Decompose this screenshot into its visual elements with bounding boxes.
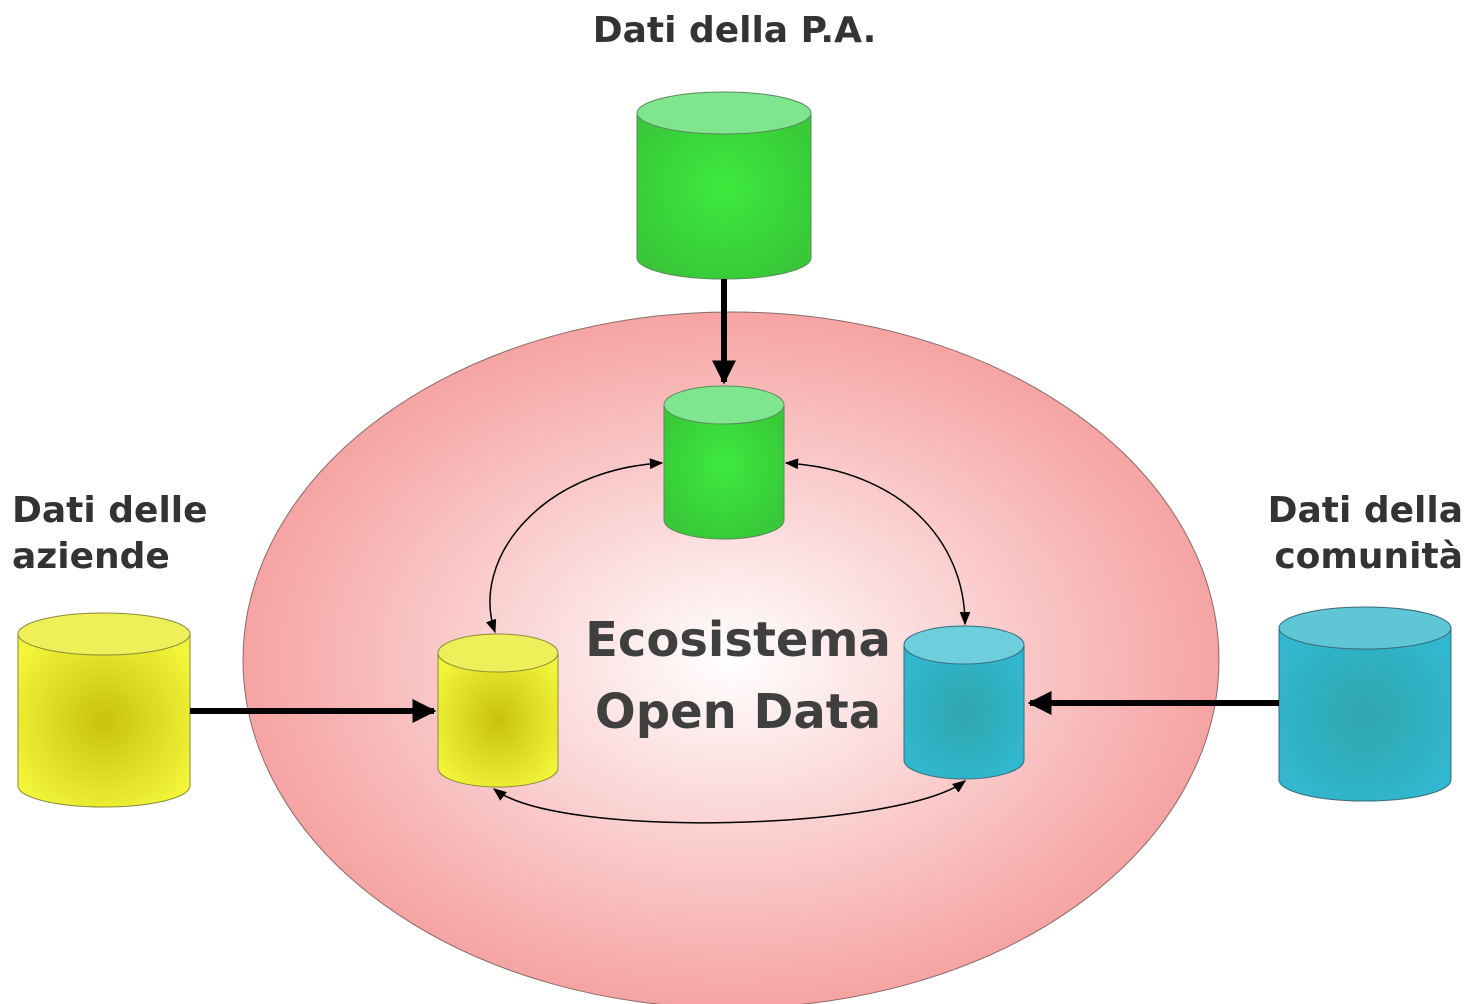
ecosystem-pa-database-icon [663, 385, 785, 540]
green-yellow-exchange-arrow [485, 458, 664, 634]
pa-database-icon [636, 91, 812, 280]
ecosystem-title-line2: Open Data [594, 684, 882, 740]
comunita-database-icon [1278, 606, 1452, 802]
ecosystem-comunita-database-icon [903, 625, 1025, 780]
yellow-blue-exchange-arrow [492, 780, 967, 824]
aziende-data-label: Dati delle aziende [12, 488, 208, 580]
aziende-label-line1: Dati delle [12, 490, 208, 531]
aziende-label-line2: aziende [12, 536, 170, 577]
pa-data-label-text: Dati della P.A. [592, 10, 877, 51]
ecosystem-title: Ecosistema Open Data [548, 604, 928, 748]
ecosystem-aziende-database-icon [437, 633, 559, 788]
comunita-label-line2: comunità [1274, 536, 1463, 577]
green-blue-exchange-arrow [784, 458, 971, 626]
aziende-database-icon [17, 612, 191, 808]
comunita-data-label: Dati della comunità [1268, 488, 1463, 580]
ecosystem-title-line1: Ecosistema [585, 612, 891, 668]
pa-data-label: Dati della P.A. [0, 8, 1469, 54]
comunita-label-line1: Dati della [1267, 490, 1463, 531]
